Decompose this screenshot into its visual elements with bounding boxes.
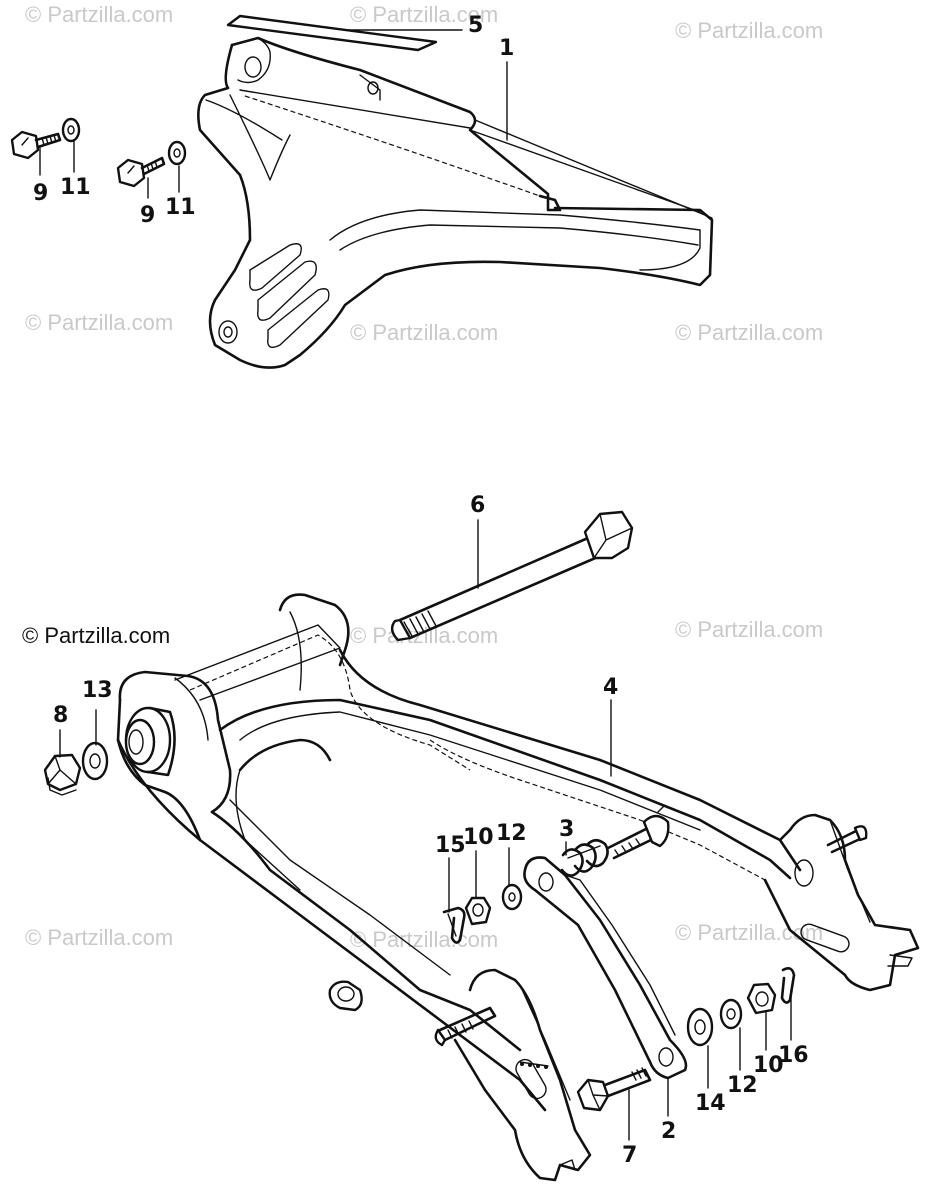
watermark: © Partzilla.com bbox=[675, 920, 823, 945]
chain-case-bolt-right bbox=[116, 156, 166, 188]
callout-9: 9 bbox=[33, 181, 48, 206]
watermark: © Partzilla.com bbox=[675, 18, 823, 43]
cotter-pin-right bbox=[780, 967, 796, 1004]
callout-4: 4 bbox=[603, 675, 618, 700]
callout-numbers: 5 1 9 11 9 11 6 4 13 8 15 10 12 3 16 10 … bbox=[33, 13, 809, 1168]
chain-case-washer-right bbox=[167, 140, 187, 166]
callout-14: 14 bbox=[695, 1091, 726, 1116]
pivot-nut bbox=[43, 753, 82, 796]
stopper-washer-left bbox=[501, 883, 523, 911]
callout-5: 5 bbox=[468, 13, 483, 38]
callout-3: 3 bbox=[559, 817, 574, 842]
callout-9: 9 bbox=[140, 203, 155, 228]
callout-10: 10 bbox=[753, 1053, 784, 1078]
chain-case-bolt-left bbox=[10, 130, 62, 160]
watermark: © Partzilla.com bbox=[25, 925, 173, 950]
watermark: © Partzilla.com bbox=[25, 2, 173, 27]
callout-2: 2 bbox=[661, 1119, 676, 1144]
stopper-nut-right bbox=[746, 982, 777, 1015]
watermark: © Partzilla.com bbox=[675, 320, 823, 345]
cotter-pin-left bbox=[442, 906, 466, 944]
callout-8: 8 bbox=[53, 703, 68, 728]
callout-12: 12 bbox=[496, 821, 527, 846]
swing-arm bbox=[116, 593, 920, 1182]
watermark: © Partzilla.com bbox=[350, 927, 498, 952]
stopper-spring bbox=[560, 838, 609, 877]
chain-case bbox=[197, 36, 714, 369]
watermark: © Partzilla.com bbox=[25, 310, 173, 335]
callout-11: 11 bbox=[60, 175, 91, 200]
stopper-nut-left bbox=[464, 896, 492, 926]
chain-case-washer-left bbox=[61, 117, 81, 143]
callout-10: 10 bbox=[463, 825, 494, 850]
callout-7: 7 bbox=[622, 1143, 637, 1168]
stopper-stud bbox=[606, 805, 670, 860]
stopper-washer-large bbox=[686, 1007, 714, 1047]
copyright-label: © Partzilla.com bbox=[22, 623, 170, 648]
callout-15: 15 bbox=[435, 833, 466, 858]
watermarks: © Partzilla.com © Partzilla.com © Partzi… bbox=[25, 2, 823, 952]
watermark: © Partzilla.com bbox=[350, 2, 498, 27]
callout-11: 11 bbox=[165, 195, 196, 220]
watermark: © Partzilla.com bbox=[675, 617, 823, 642]
watermark: © Partzilla.com bbox=[350, 320, 498, 345]
stopper-washer-right bbox=[719, 998, 743, 1030]
watermark: © Partzilla.com bbox=[350, 623, 498, 648]
callout-1: 1 bbox=[499, 36, 514, 61]
callout-12: 12 bbox=[727, 1073, 758, 1098]
callout-6: 6 bbox=[470, 493, 485, 518]
callout-13: 13 bbox=[82, 678, 113, 703]
brake-stopper-arm bbox=[523, 856, 688, 1080]
pivot-washer bbox=[81, 741, 109, 781]
chain-case-plate bbox=[226, 14, 438, 52]
callout-16: 16 bbox=[778, 1043, 809, 1068]
swing-arm-pivot-bolt bbox=[390, 510, 634, 642]
leader-lines bbox=[39, 29, 792, 1141]
stopper-arm-bolt bbox=[576, 1067, 652, 1112]
